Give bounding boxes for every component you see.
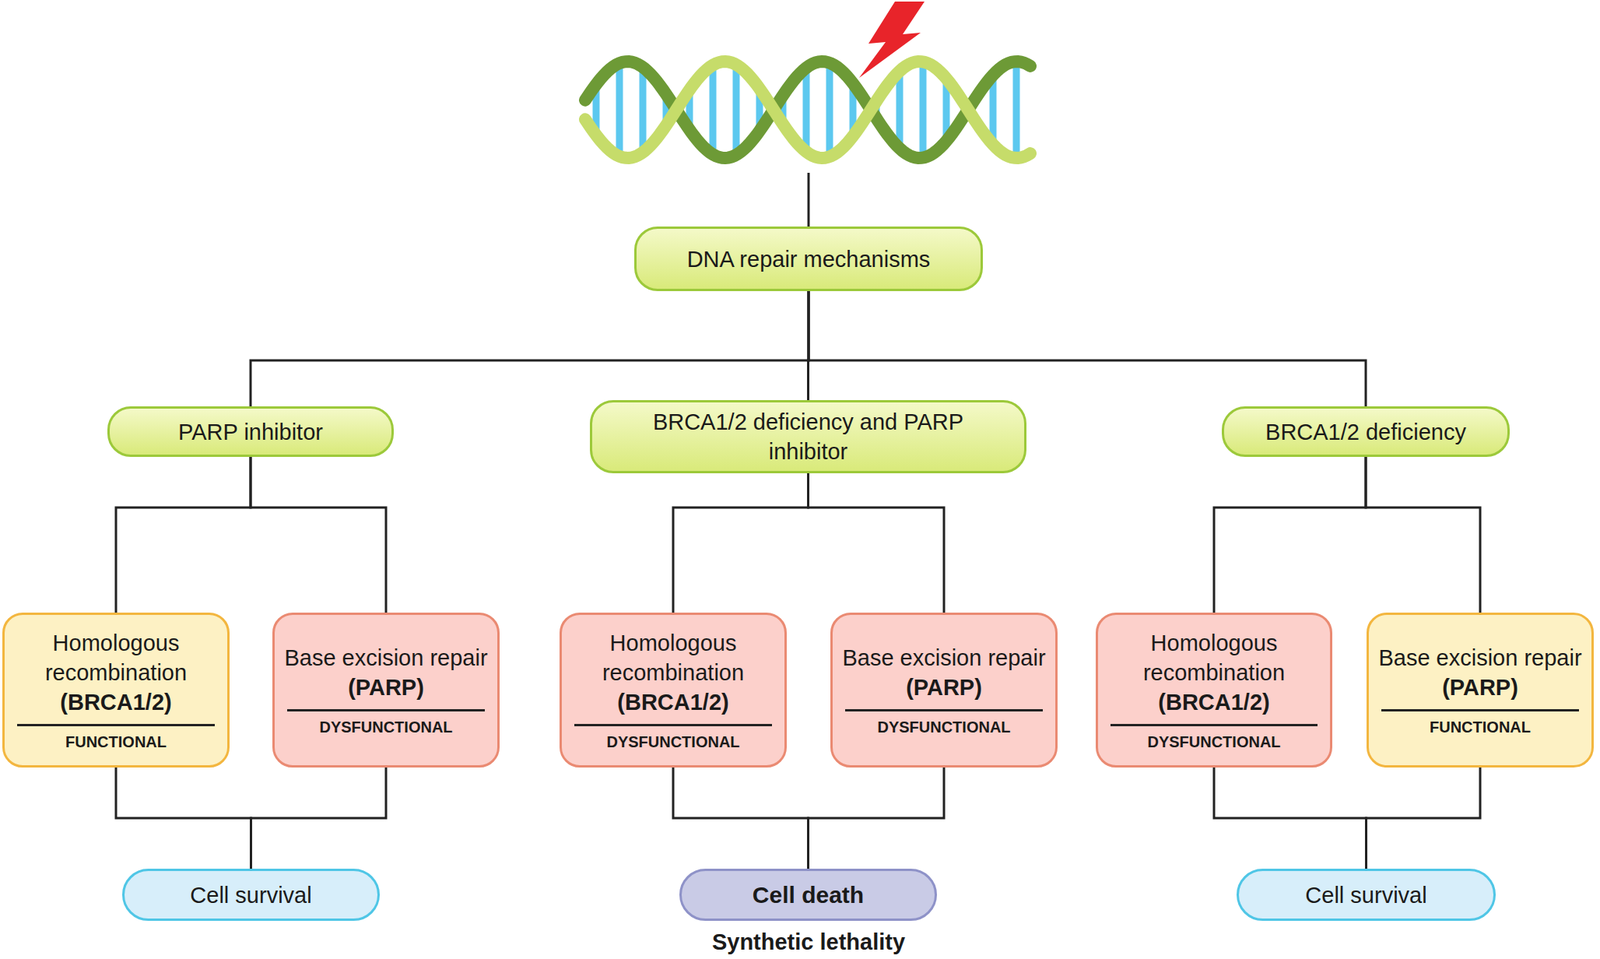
- status-label: FUNCTIONAL: [17, 723, 215, 752]
- base-pair: [826, 67, 834, 153]
- base-pair: [919, 66, 927, 153]
- connector-line: [115, 456, 251, 613]
- gene-label: (BRCA1/2): [569, 687, 777, 717]
- status-label: FUNCTIONAL: [1381, 708, 1579, 737]
- outcome-box: Cell survival: [1236, 868, 1496, 921]
- pathway-box: Base excision repair(PARP) DYSFUNCTIONAL: [272, 612, 500, 768]
- box-label: Base excision repair: [282, 642, 490, 673]
- dna-strand: [585, 61, 1031, 158]
- caption-label: Synthetic lethality: [712, 929, 906, 955]
- connector-line: [1214, 767, 1367, 869]
- connector-line: [250, 456, 386, 613]
- damage-bolt: [859, 1, 925, 78]
- connector-line: [250, 291, 809, 407]
- base-pair: [616, 67, 624, 152]
- pathway-box: Base excision repair(PARP) FUNCTIONAL: [1366, 612, 1594, 768]
- connector-line: [251, 767, 387, 869]
- box-label: Homologous recombination: [1105, 628, 1323, 688]
- box-label: BRCA1/2 deficiency: [1255, 417, 1477, 447]
- box-label: Cell death: [697, 880, 920, 910]
- root-box: DNA repair mechanisms: [634, 226, 983, 292]
- stem-line: [807, 172, 811, 227]
- dna-helix: [585, 61, 1031, 158]
- box-label: BRCA1/2 deficiency and PARP inhibitor: [646, 407, 970, 467]
- outcome-box: Cell death: [679, 868, 937, 921]
- gene-label: (PARP): [1376, 672, 1584, 702]
- base-pair: [733, 69, 741, 151]
- box-label: PARP inhibitor: [140, 417, 361, 447]
- connector-line: [808, 767, 945, 869]
- base-pair: [1013, 66, 1021, 154]
- condition-box: PARP inhibitor: [107, 406, 394, 457]
- box-label: DNA repair mechanisms: [667, 244, 950, 274]
- connector-line: [808, 473, 945, 613]
- gene-label: (PARP): [282, 672, 490, 702]
- condition-box: BRCA1/2 deficiency and PARP inhibitor: [589, 400, 1027, 474]
- condition-box: BRCA1/2 deficiency: [1221, 406, 1510, 457]
- connector-line: [808, 291, 1366, 407]
- box-label: Homologous recombination: [569, 628, 777, 688]
- pathway-box: Homologous recombination(BRCA1/2) FUNCTIO…: [2, 612, 230, 768]
- box-label: Cell survival: [140, 880, 362, 910]
- box-label: Homologous recombination: [12, 628, 220, 688]
- connector-line: [673, 767, 809, 869]
- pathway-box: Base excision repair(PARP) DYSFUNCTIONAL: [830, 612, 1058, 768]
- base-pair: [709, 70, 717, 151]
- pathway-box: Homologous recombination(BRCA1/2) DYSFUNC…: [1095, 612, 1333, 768]
- base-pair: [896, 75, 904, 144]
- connector-line: [1366, 767, 1481, 869]
- pathway-box: Homologous recombination(BRCA1/2) DYSFUNC…: [559, 612, 787, 768]
- gene-label: (PARP): [840, 672, 1048, 702]
- status-label: DYSFUNCTIONAL: [574, 723, 772, 752]
- gene-label: (BRCA1/2): [12, 687, 220, 717]
- box-label: Cell survival: [1254, 880, 1478, 910]
- status-label: DYSFUNCTIONAL: [845, 708, 1043, 737]
- box-label: Base excision repair: [1376, 642, 1584, 673]
- connector-line: [115, 767, 252, 869]
- dna-strand: [585, 61, 1031, 158]
- box-label: Base excision repair: [840, 642, 1048, 673]
- connector-line: [1214, 456, 1366, 613]
- gene-label: (BRCA1/2): [1105, 687, 1323, 717]
- outcome-box: Cell survival: [122, 868, 380, 921]
- base-pair: [989, 79, 997, 140]
- base-pair: [639, 71, 647, 148]
- status-label: DYSFUNCTIONAL: [287, 708, 485, 737]
- connector-line: [673, 473, 809, 613]
- status-label: DYSFUNCTIONAL: [1110, 723, 1318, 752]
- connector-line: [1365, 456, 1481, 613]
- base-pair: [803, 72, 811, 148]
